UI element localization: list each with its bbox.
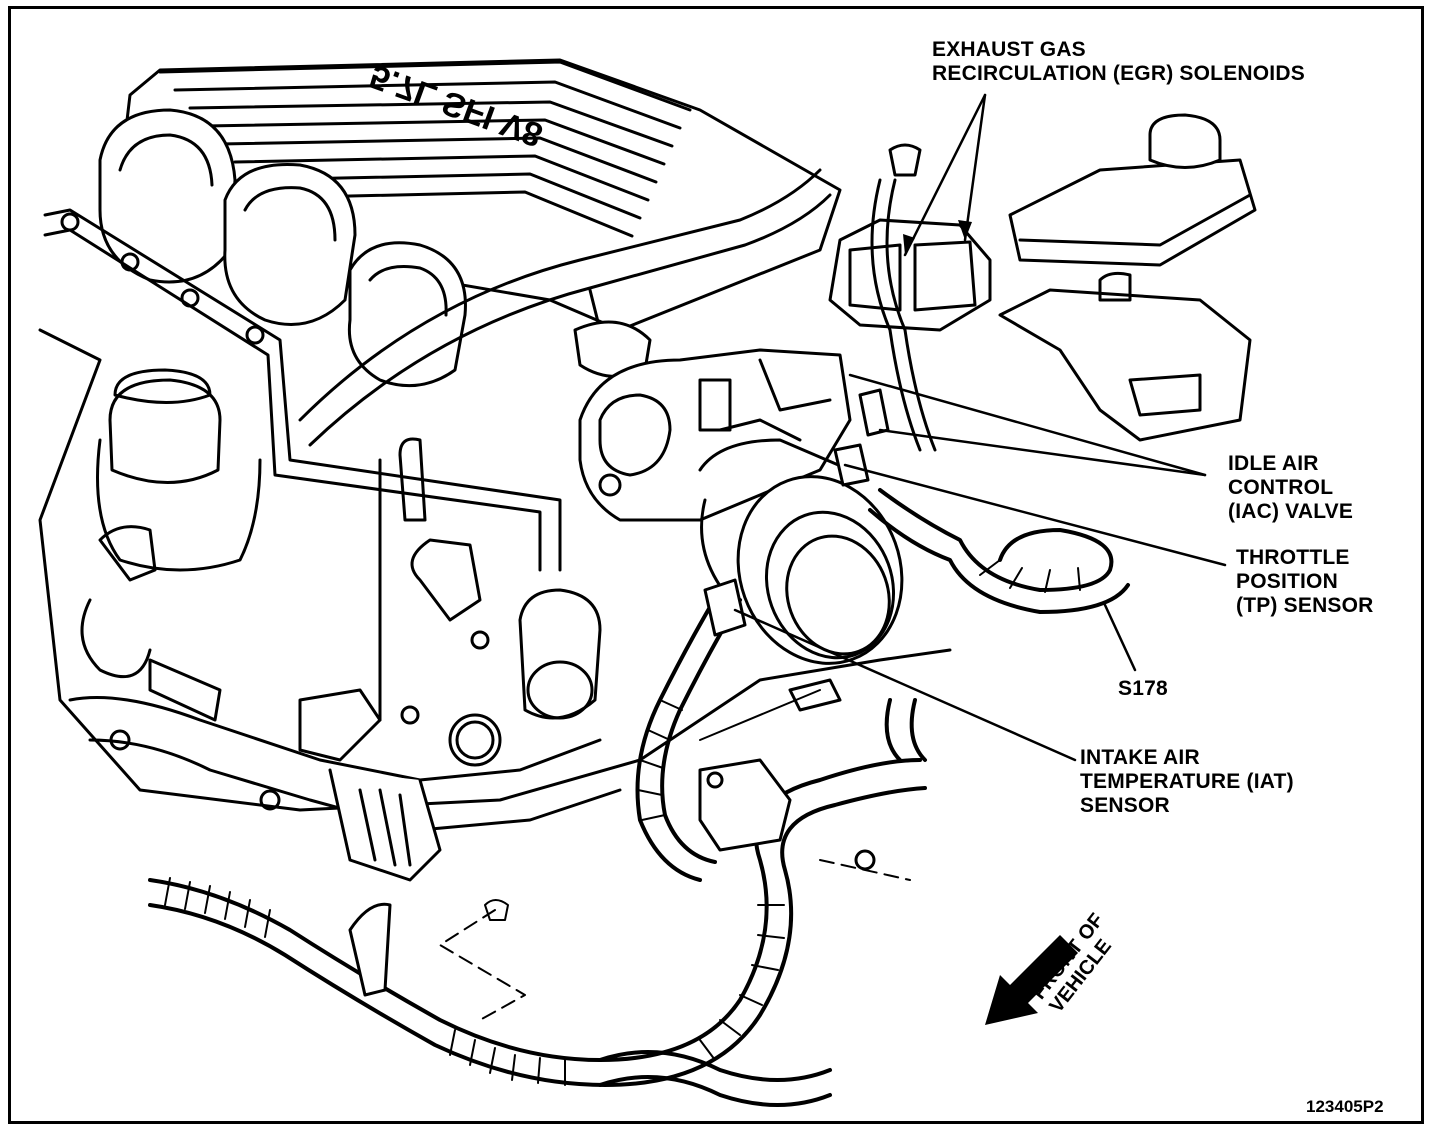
splice-callout: S178 [1118, 677, 1168, 701]
leader-arrowheads [903, 220, 972, 255]
figure-id: 123405P2 [1306, 1097, 1384, 1116]
leader-lines [733, 93, 1227, 762]
spark-plug-boots [80, 525, 222, 722]
iac-line-1: IDLE AIR [1228, 452, 1319, 475]
iat-line-1: INTAKE AIR [1080, 746, 1200, 769]
fastener [484, 899, 509, 921]
tp-line-1: THROTTLE [1236, 546, 1350, 569]
exhaust-manifold [68, 696, 622, 882]
iat-line-3: SENSOR [1080, 794, 1170, 817]
loom-ribs [164, 559, 1081, 1086]
egr-solenoids-callout: EXHAUST GAS RECIRCULATION (EGR) SOLENOID… [932, 38, 1305, 86]
air-intake-duct [698, 438, 904, 665]
tp-sensor-callout: THROTTLE POSITION (TP) SENSOR [1236, 546, 1374, 618]
iat-line-2: TEMPERATURE (IAT) [1080, 770, 1294, 793]
tp-connector [833, 443, 870, 487]
egr-solenoids [828, 143, 992, 452]
harness-bracket [698, 678, 876, 871]
iat-connector [703, 578, 747, 637]
tp-line-3: (TP) SENSOR [1236, 594, 1374, 617]
splice-label: S178 [1118, 677, 1168, 700]
brake-reservoir [998, 113, 1257, 442]
throttle-body [578, 348, 852, 522]
iac-valve-callout: IDLE AIR CONTROL (IAC) VALVE [1228, 452, 1353, 524]
fuel-rail [43, 208, 562, 572]
coolant-tank [96, 368, 262, 572]
front-arrow [985, 935, 1078, 1025]
iat-sensor-callout: INTAKE AIR TEMPERATURE (IAT) SENSOR [1080, 746, 1294, 818]
intake-plenum [118, 58, 842, 332]
pcv-hose [298, 168, 832, 447]
dashed-connection [439, 859, 911, 1021]
iac-line-3: (IAC) VALVE [1228, 500, 1354, 523]
iac-line-2: CONTROL [1228, 476, 1334, 499]
egr-line-1: EXHAUST GAS [932, 38, 1086, 61]
iac-connector [858, 388, 890, 437]
tp-line-2: POSITION [1236, 570, 1338, 593]
harness-clip [348, 902, 392, 997]
egr-line-2: RECIRCULATION (EGR) SOLENOIDS [932, 62, 1305, 85]
